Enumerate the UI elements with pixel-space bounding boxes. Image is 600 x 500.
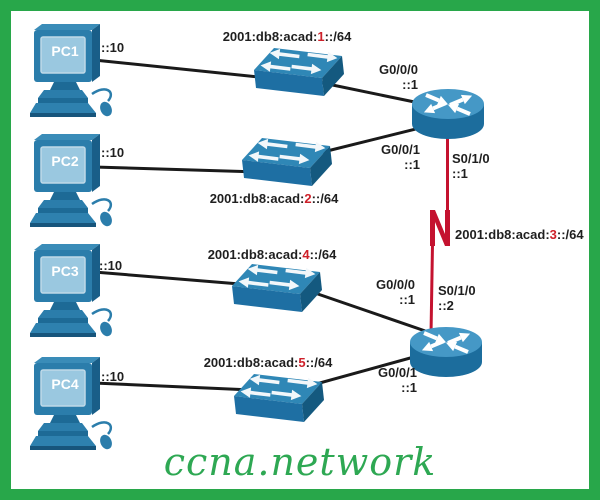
switch2-icon bbox=[242, 137, 332, 186]
network3-prefix: 2001:db8:acad: bbox=[455, 227, 550, 242]
router2-g001-address: ::1 bbox=[401, 380, 417, 395]
router1-g001-label: G0/0/1 ::1 bbox=[360, 142, 420, 172]
switch3-icon bbox=[232, 263, 322, 312]
switch1-icon bbox=[254, 47, 344, 96]
lightning-bolt-icon bbox=[430, 210, 450, 246]
pc1-icon bbox=[28, 22, 116, 120]
network5-suffix: ::/64 bbox=[305, 355, 333, 370]
link-pc1-switch1 bbox=[93, 58, 269, 80]
router1-s010-port: S0/1/0 bbox=[452, 151, 490, 166]
router2-g001-label: G0/0/1 ::1 bbox=[357, 365, 417, 395]
router2-s010-port: S0/1/0 bbox=[438, 283, 476, 298]
network5-prefix: 2001:db8:acad: bbox=[203, 355, 299, 370]
pc2-name: PC2 bbox=[51, 153, 78, 169]
link-switch3-router2 bbox=[311, 290, 435, 336]
network1-prefix: 2001:db8:acad: bbox=[222, 29, 318, 44]
network1-subnet-id: 1 bbox=[317, 29, 325, 44]
serial-line-bottom bbox=[429, 243, 434, 336]
router2-s010-label: S0/1/0 ::2 bbox=[438, 283, 476, 313]
network4-label: 2001:db8:acad:4::/64 bbox=[202, 247, 342, 262]
router2-g000-address: ::1 bbox=[399, 292, 415, 307]
network2-subnet-id: 2 bbox=[304, 191, 312, 206]
router1-g000-address: ::1 bbox=[402, 77, 418, 92]
network2-suffix: ::/64 bbox=[311, 191, 339, 206]
router2-g000-label: G0/0/0 ::1 bbox=[355, 277, 415, 307]
router1-s010-label: S0/1/0 ::1 bbox=[452, 151, 490, 181]
router2-s010-address: ::2 bbox=[438, 298, 454, 313]
network2-label: 2001:db8:acad:2::/64 bbox=[204, 191, 344, 206]
pc3-name: PC3 bbox=[51, 263, 78, 279]
network2-prefix: 2001:db8:acad: bbox=[209, 191, 305, 206]
link-pc3-switch3 bbox=[93, 270, 253, 287]
router1-g000-label: G0/0/0 ::1 bbox=[358, 62, 418, 92]
pc4-address-label: ::10 bbox=[101, 369, 125, 384]
network4-prefix: 2001:db8:acad: bbox=[207, 247, 303, 262]
router2-g001-port: G0/0/1 bbox=[377, 365, 417, 380]
router2-icon bbox=[410, 327, 482, 377]
pc4-name: PC4 bbox=[51, 376, 78, 392]
network5-label: 2001:db8:acad:5::/64 bbox=[198, 355, 338, 370]
router2-g000-port: G0/0/0 bbox=[375, 277, 415, 292]
router1-s010-address: ::1 bbox=[452, 166, 468, 181]
pc1-name: PC1 bbox=[51, 43, 78, 59]
network4-suffix: ::/64 bbox=[309, 247, 337, 262]
router1-icon bbox=[412, 89, 484, 139]
pc1-address-label: ::10 bbox=[101, 40, 125, 55]
network3-label: 2001:db8:acad:3::/64 bbox=[455, 227, 584, 242]
link-pc2-switch2 bbox=[93, 165, 259, 174]
link-pc4-switch4 bbox=[93, 381, 253, 392]
router1-g000-port: G0/0/0 bbox=[378, 62, 418, 77]
router1-g001-port: G0/0/1 bbox=[380, 142, 420, 157]
network3-suffix: ::/64 bbox=[556, 227, 584, 242]
network3-subnet-id: 3 bbox=[549, 227, 557, 242]
network1-suffix: ::/64 bbox=[324, 29, 352, 44]
switch4-icon bbox=[234, 373, 324, 422]
network5-subnet-id: 5 bbox=[298, 355, 306, 370]
serial-link bbox=[429, 132, 450, 336]
pc3-address-label: ::10 bbox=[99, 258, 123, 273]
pc2-address-label: ::10 bbox=[101, 145, 125, 160]
network4-subnet-id: 4 bbox=[302, 247, 310, 262]
brand-watermark: ccna.network bbox=[163, 440, 437, 484]
router1-g001-address: ::1 bbox=[404, 157, 420, 172]
ethernet-links bbox=[93, 58, 437, 392]
network1-label: 2001:db8:acad:1::/64 bbox=[217, 29, 357, 44]
